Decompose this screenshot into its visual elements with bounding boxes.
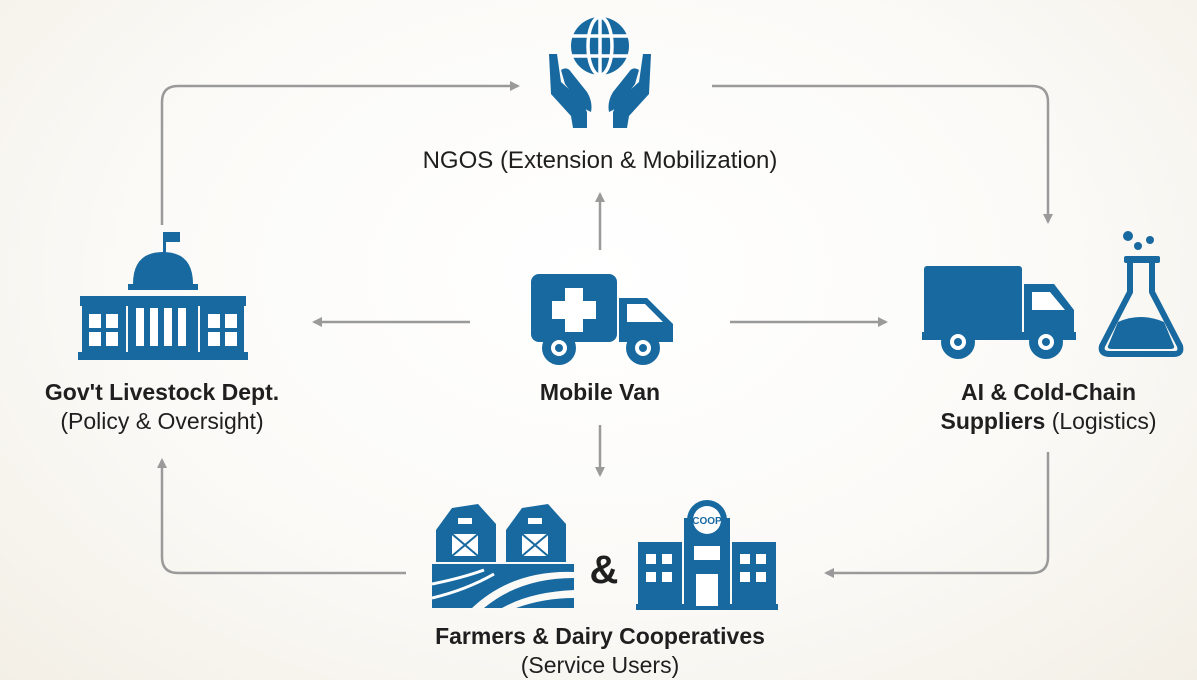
coop-building-icon: COOP [636, 500, 778, 610]
mobile-van-label: Mobile Van [500, 378, 700, 407]
arrow-ngos-to-suppliers [712, 84, 1053, 224]
gov-title: Gov't Livestock Dept. [44, 379, 280, 405]
suppliers-subtitle: (Logistics) [1051, 408, 1157, 434]
farmers-ampersand: & [589, 548, 619, 592]
globe-in-hands-icon [543, 12, 657, 130]
lab-flask-icon [1096, 230, 1186, 360]
farmers-subtitle: (Service Users) [520, 652, 680, 678]
arrow-farmers-to-gov [157, 458, 406, 575]
farmers-label: Farmers & Dairy Cooperatives (Service Us… [330, 622, 870, 680]
ngos-label: NGOS (Extension & Mobilization) [422, 147, 778, 174]
coop-sign-text: COOP [692, 516, 722, 527]
delivery-truck-icon [920, 262, 1078, 362]
farm-barns-icon [432, 500, 574, 608]
mobile-van-title: Mobile Van [539, 379, 661, 405]
arrow-suppliers-to-farmers [824, 452, 1050, 578]
suppliers-title-line1: AI & Cold-Chain [960, 379, 1137, 405]
suppliers-label: AI & Cold-Chain Suppliers (Logistics) [900, 378, 1197, 436]
arrow-gov-to-ngos [160, 81, 520, 225]
ambulance-van-icon [527, 270, 677, 368]
suppliers-title-line2: Suppliers [940, 408, 1046, 434]
gov-subtitle: (Policy & Oversight) [60, 408, 264, 434]
government-building-icon [78, 230, 248, 360]
farmers-title: Farmers & Dairy Cooperatives [435, 623, 765, 649]
gov-label: Gov't Livestock Dept. (Policy & Oversigh… [0, 378, 324, 436]
